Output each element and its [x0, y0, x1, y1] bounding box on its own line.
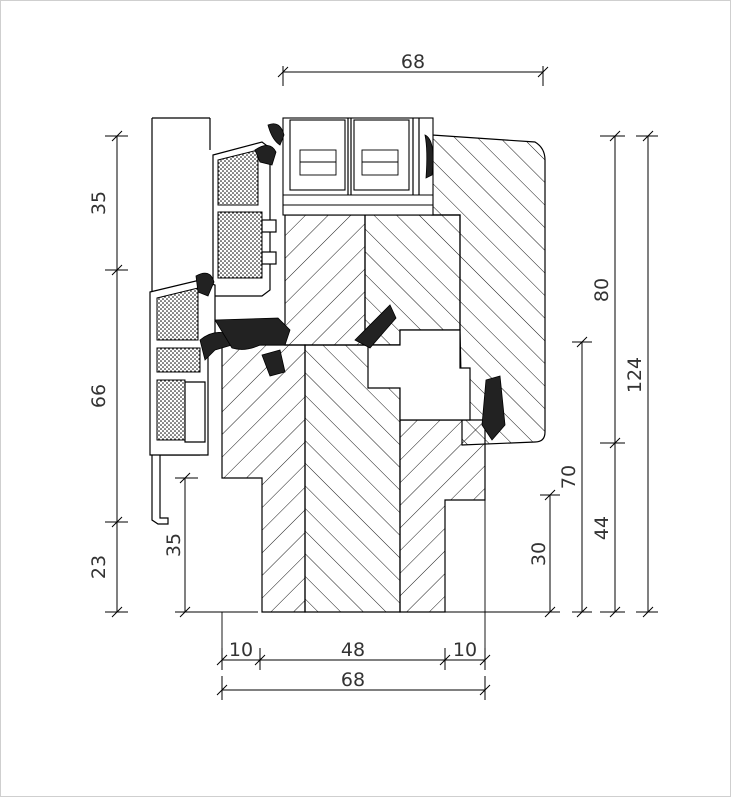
dim-label-bottom-middle: 48 [341, 639, 365, 661]
dim-label-top-width: 68 [401, 51, 425, 73]
dim-right-chain: 80 44 [591, 130, 625, 618]
dim-label-right-70: 70 [558, 465, 580, 489]
dim-label-right-124: 124 [624, 357, 646, 393]
dim-top-width: 68 [277, 51, 549, 86]
dim-label-left-middle: 66 [88, 384, 110, 408]
dim-bottom-chain: 10 48 10 [216, 639, 491, 670]
dim-right-70: 70 [558, 336, 592, 618]
dim-label-right-30: 30 [528, 542, 550, 566]
extension-lines [221, 500, 538, 648]
dim-right-124: 124 [624, 130, 658, 618]
dim-label-right-44: 44 [591, 516, 613, 540]
dim-label-bottom-left: 10 [229, 639, 253, 661]
dim-label-left-upper: 35 [88, 191, 110, 215]
wood-frame [221, 344, 486, 613]
dim-label-bottom-total: 68 [341, 669, 365, 691]
dim-bottom-total: 68 [216, 669, 491, 700]
dim-label-right-80: 80 [591, 278, 613, 302]
dim-label-left-lower: 23 [88, 555, 110, 579]
dim-left-sill: 35 [163, 472, 258, 618]
dim-label-bottom-right: 10 [453, 639, 477, 661]
dim-right-30: 30 [528, 489, 560, 618]
dim-left-chain: 35 66 23 [88, 130, 128, 618]
aluminium-cladding [149, 117, 506, 525]
dim-label-left-sill: 35 [163, 533, 185, 557]
glazing-unit [267, 117, 434, 216]
